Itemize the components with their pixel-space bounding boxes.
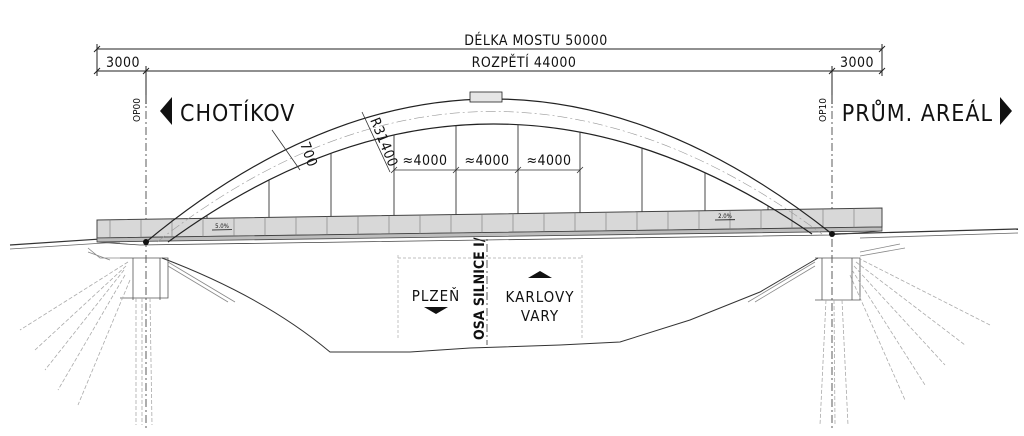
approach-right (831, 228, 1019, 235)
hanger-spacing-1: ≈4000 (402, 153, 447, 169)
hanger-spacing-2: ≈4000 (464, 153, 509, 169)
slope-right-label: 2.0% (718, 213, 732, 220)
left-abutment (19, 247, 236, 426)
destination-right-label-1: KARLOVY (506, 288, 575, 306)
arch-crown-segment (469, 91, 503, 103)
arrow-up-icon (528, 271, 552, 278)
pier-left-label: OP00 (132, 98, 143, 122)
approach-right-2 (859, 232, 1019, 239)
dimension-lines (93, 44, 886, 104)
terrain-profile (161, 257, 819, 353)
bridge-deck (96, 207, 883, 246)
right-abutment (747, 243, 991, 426)
road-axis-label: OSA SILNICE I/20 (472, 220, 488, 340)
arrow-right-icon (1000, 97, 1012, 125)
bearing-left (143, 239, 149, 245)
arch-radius-dim (361, 111, 391, 173)
arrow-down-icon (424, 307, 448, 314)
road-clearance-box (397, 255, 583, 340)
arrow-left-icon (160, 97, 172, 125)
arch-radius-label: R31400 (366, 116, 400, 170)
span-label: ROZPĚTÍ 44000 (472, 54, 577, 71)
approach-left-2 (9, 241, 121, 250)
right-overhang-label: 3000 (840, 55, 874, 71)
hanger-spacing-dims (390, 166, 584, 174)
hanger-spacing-3: ≈4000 (526, 153, 571, 169)
direction-right-label: PRŮM. AREÁL (842, 98, 993, 127)
destination-right-label-2: VARY (521, 307, 559, 325)
hangers (206, 124, 769, 219)
bridge-length-label: DÉLKA MOSTU 50000 (464, 32, 608, 49)
left-overhang-label: 3000 (106, 55, 140, 71)
slope-left-label: 5.0% (215, 223, 229, 230)
destination-left-label: PLZEŇ (412, 286, 461, 305)
pier-right-label: OP10 (818, 98, 829, 122)
bearing-right (829, 231, 835, 237)
arch-depth-dim (271, 129, 301, 171)
direction-left-label: CHOTÍKOV (180, 99, 295, 127)
pier-axes (145, 95, 833, 430)
